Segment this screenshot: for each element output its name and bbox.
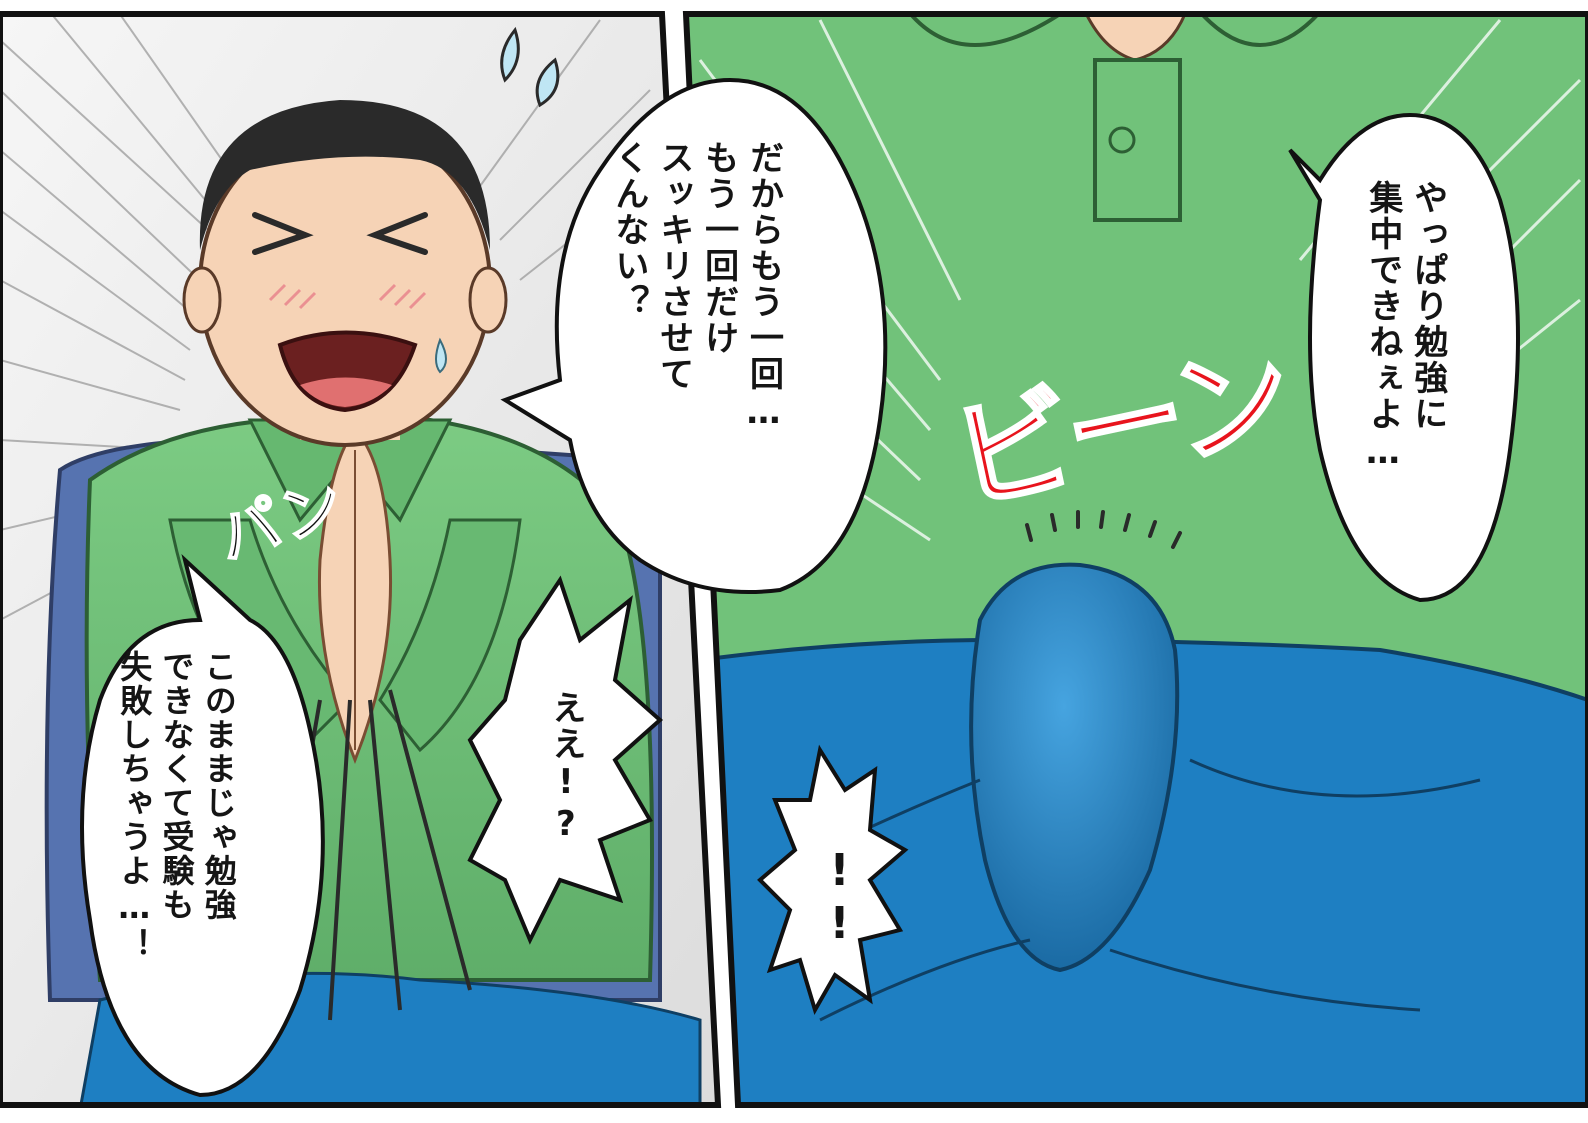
pants-bulge — [969, 562, 1180, 973]
left-panel-border — [0, 11, 722, 1108]
bubble-surprise-shape — [467, 575, 664, 945]
bubble-exam-shape — [80, 553, 325, 1098]
bubble-exclaim-text: !! — [814, 845, 866, 951]
shirt-button — [1108, 126, 1136, 154]
bubble-plea-text: だからもう一回… もう一回だけ スッキリさせて くんない？ — [608, 140, 784, 434]
bubble-exam-text: このままじゃ勉強 できなくて受験も 失敗しちゃうよ…！ — [115, 650, 238, 962]
bubble-exclaim-shape — [757, 744, 909, 1016]
bubble-plea-shape — [500, 77, 888, 594]
blush — [268, 283, 427, 310]
right-arm — [378, 518, 522, 753]
bubble-surprise-text: ええ!? — [545, 690, 586, 846]
right-panel-border — [682, 11, 1588, 1108]
hair — [199, 100, 491, 250]
emphasis-ticks — [1025, 510, 1182, 549]
right-eye — [366, 212, 428, 255]
bubble-focus-text: やっぱり勉強に 集中できねぇよ… — [1362, 180, 1448, 474]
bubble-focus-shape — [1288, 112, 1520, 603]
sweat-mark-1 — [500, 26, 520, 83]
sweat-mark-2 — [535, 57, 560, 108]
left-eye — [252, 212, 314, 255]
shirt-placket — [1093, 58, 1182, 222]
sweat-drop — [435, 337, 447, 374]
